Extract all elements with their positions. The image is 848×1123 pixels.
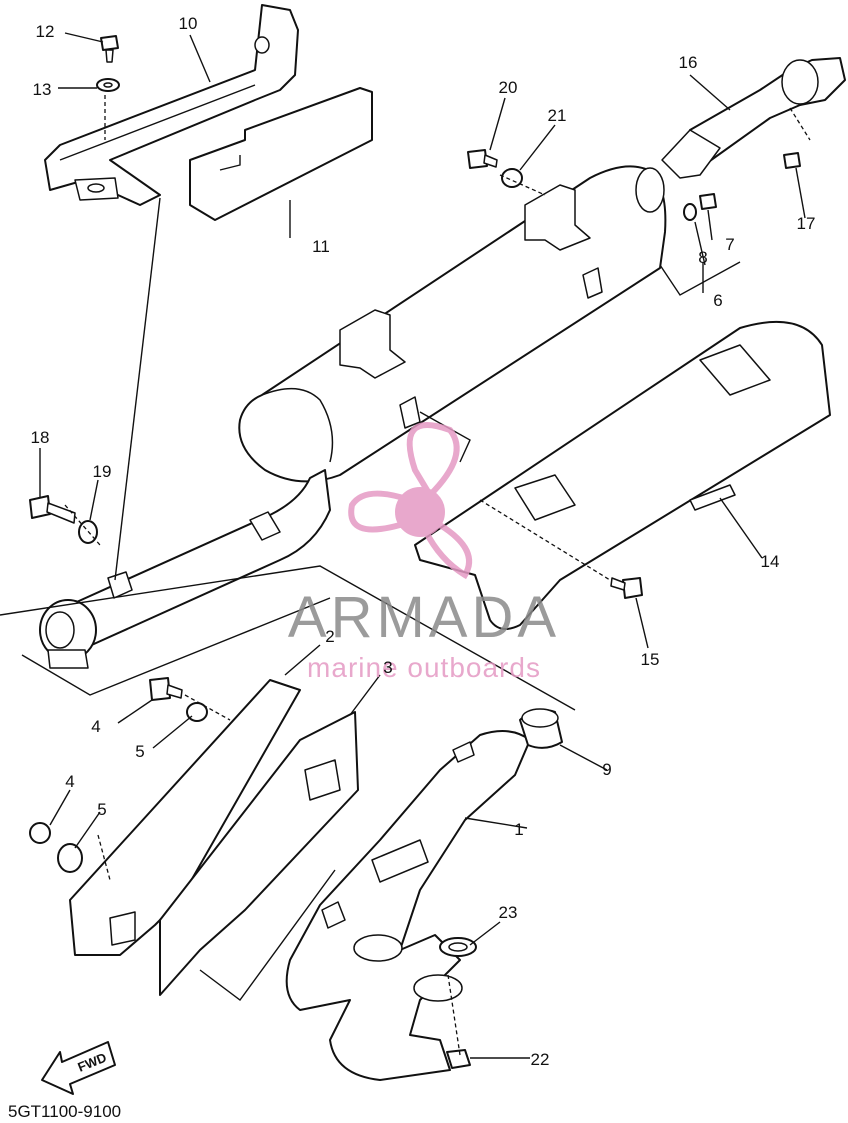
muffler-body[interactable] [238,165,667,483]
bolt-7[interactable] [699,193,717,210]
callout-5-lower[interactable]: 5 [97,800,106,819]
callout-3[interactable]: 3 [383,658,392,677]
heat-protector-plate[interactable] [189,87,373,221]
muffler-stay-bracket[interactable] [44,4,299,206]
watermark-brand: ARMADA [288,585,560,650]
callout-22[interactable]: 22 [531,1050,550,1069]
callout-13[interactable]: 13 [33,80,52,99]
callout-12[interactable]: 12 [36,22,55,41]
callout-9[interactable]: 9 [602,760,611,779]
washer-13[interactable] [96,78,120,92]
callout-19[interactable]: 19 [93,462,112,481]
bolt-12[interactable] [100,35,119,63]
bolt-15[interactable] [610,577,643,599]
washer-8[interactable] [683,203,697,221]
callout-10[interactable]: 10 [179,14,198,33]
washer-5-lower[interactable] [57,843,83,873]
bolt-17[interactable] [783,152,801,169]
callout-15[interactable]: 15 [641,650,660,669]
bolt-20[interactable] [467,149,498,169]
callout-18[interactable]: 18 [31,428,50,447]
callout-leaders [39,32,806,1059]
callout-labels: 1 2 3 4 5 4 5 6 7 8 9 10 11 12 13 14 15 … [31,14,816,1069]
bolt-4-lower[interactable] [29,822,51,844]
assembly-lines [0,95,811,1056]
bolt-4-upper[interactable] [149,677,183,701]
callout-14[interactable]: 14 [761,552,780,571]
callout-4-lower[interactable]: 4 [65,772,74,791]
callout-6[interactable]: 6 [713,291,722,310]
gasket-9[interactable] [519,708,563,749]
callout-4-upper[interactable]: 4 [91,717,100,736]
callout-21[interactable]: 21 [548,106,567,125]
link-pipe[interactable] [39,469,331,669]
callout-7[interactable]: 7 [725,235,734,254]
propeller-logo-icon [348,422,472,580]
gasket-23[interactable] [439,937,477,957]
washer-21[interactable] [501,168,523,188]
callout-5-upper[interactable]: 5 [135,742,144,761]
nut-22[interactable] [446,1049,471,1069]
forward-direction-arrow: FWD [41,1041,116,1095]
armada-watermark: ARMADA marine outboards [288,422,560,683]
diagram-code: 5GT1100-9100 [8,1102,121,1121]
callout-16[interactable]: 16 [679,53,698,72]
callout-8[interactable]: 8 [698,248,707,267]
callout-17[interactable]: 17 [797,214,816,233]
muffler-protector[interactable] [414,320,831,630]
callout-23[interactable]: 23 [499,903,518,922]
callout-11[interactable]: 11 [312,237,330,256]
exhaust-pipe-protector-3[interactable] [159,711,359,996]
callout-20[interactable]: 20 [499,78,518,97]
watermark-tagline: marine outboards [307,652,541,683]
bolt-18[interactable] [29,495,76,524]
callout-2[interactable]: 2 [325,627,334,646]
exhaust-pipe[interactable] [285,730,531,1081]
callout-1[interactable]: 1 [514,820,523,839]
tail-pipe[interactable] [661,57,846,179]
